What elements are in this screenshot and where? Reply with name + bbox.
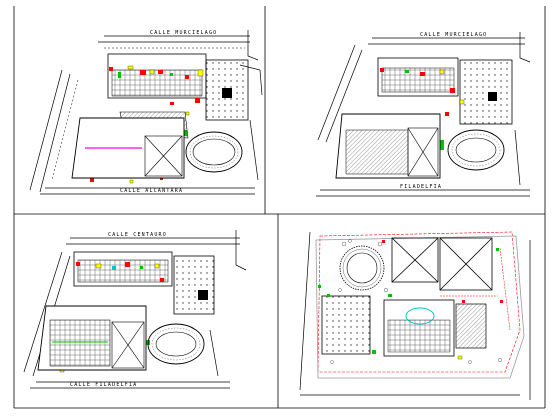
street-label-top: CALLE MURCIELAGO [150, 30, 217, 36]
street-label-top: CALLE CENTAURO [108, 232, 167, 238]
hall-large-right [439, 237, 493, 291]
main-building-cross [111, 321, 145, 369]
street-label-bottom: FILADELFIA [400, 184, 442, 190]
east-wing [455, 303, 487, 349]
cyan-pool [405, 307, 435, 325]
plan-bottom-right [299, 231, 531, 400]
plan-bottom-left: CALLE CENTAURO CALLE FILADELFIA [23, 230, 247, 389]
main-building-cross [144, 135, 183, 177]
site-boundary [317, 231, 521, 373]
oval-arena [447, 129, 505, 171]
street-edges [316, 32, 531, 197]
main-building-cross [407, 127, 439, 177]
street-label-top: CALLE MURCIELAGO [420, 32, 487, 38]
street-edges [23, 230, 247, 389]
red-path-vertical [499, 247, 511, 331]
stair-core [488, 92, 497, 101]
central-building-grid [387, 319, 451, 353]
street-edges [299, 231, 531, 400]
site-boundary-gray [315, 235, 525, 379]
street-edges [29, 30, 263, 195]
lower-dotted-hall [321, 295, 371, 355]
street-label-bottom: CALLE ALCANTARA [120, 188, 183, 194]
upper-building-grid [111, 69, 203, 97]
stair-core [222, 88, 232, 98]
main-building-grid [49, 319, 111, 367]
sheet-frame [13, 6, 546, 409]
site-color-markers [318, 240, 503, 360]
stair-core [198, 290, 208, 300]
plan-top-right: CALLE MURCIELAGO FILADELFIA [316, 32, 531, 197]
east-hall [459, 59, 513, 125]
landscape-trees [330, 239, 503, 364]
upper-building-grid [77, 259, 169, 283]
round-arena [339, 245, 385, 291]
hall-large-left [391, 237, 439, 283]
sidewalk-dashes [51, 47, 245, 181]
plan-top-left: CALLE MURCIELAGO CALLE ALCANTARA [29, 30, 263, 195]
oval-arena [147, 323, 205, 365]
oval-arena [185, 131, 243, 173]
east-hall [173, 255, 215, 315]
main-building-hatch [345, 129, 409, 175]
street-label-bottom: CALLE FILADELFIA [70, 382, 137, 388]
